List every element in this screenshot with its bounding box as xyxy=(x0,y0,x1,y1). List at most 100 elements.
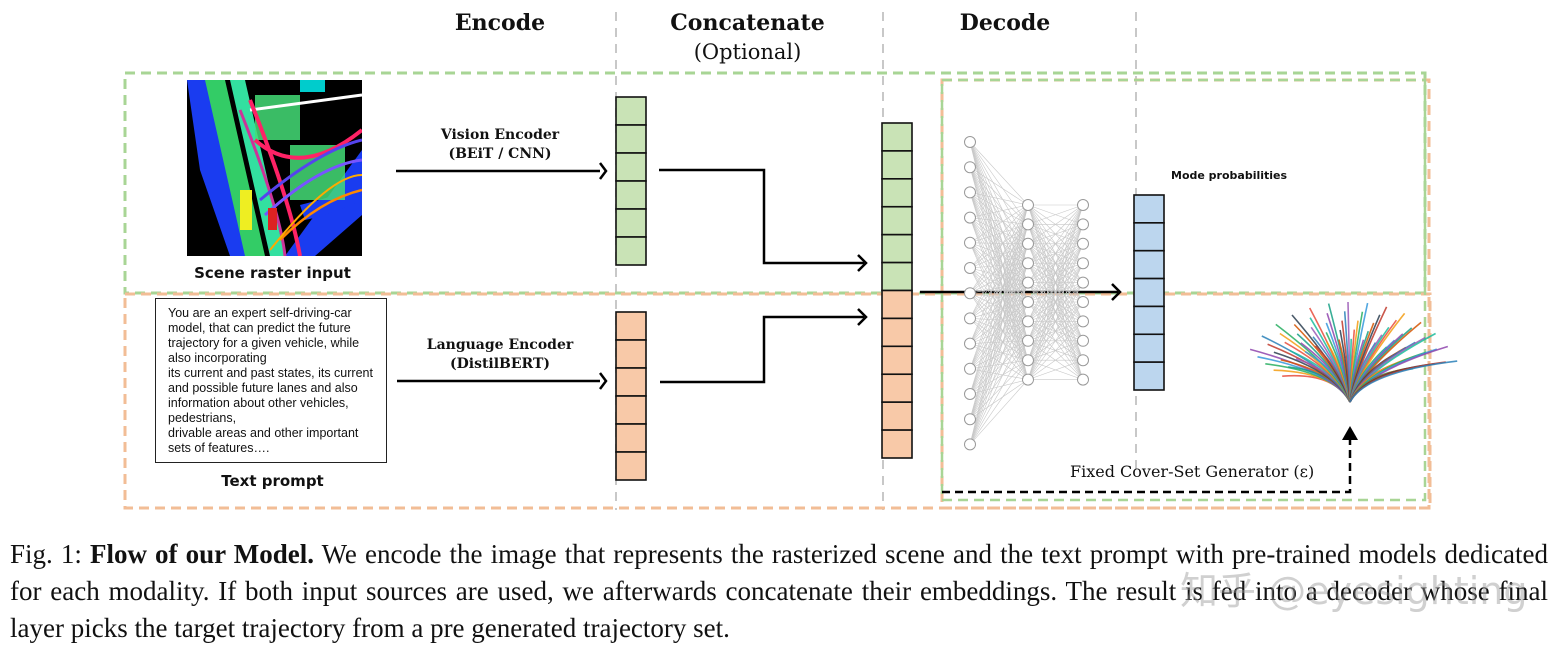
network-edge xyxy=(969,267,1029,303)
network-node xyxy=(1022,237,1034,250)
prompt-line: drivable areas and other important xyxy=(168,426,359,440)
network-edge xyxy=(969,192,1029,341)
network-edge xyxy=(1027,340,1084,380)
vector-cell xyxy=(615,152,647,182)
network-node xyxy=(964,438,976,451)
network-edge xyxy=(969,167,1029,283)
vector-cell xyxy=(1133,361,1165,391)
mode-probabilities-vector xyxy=(1133,194,1165,391)
network-edge xyxy=(969,379,1029,395)
text-prompt-label: Text prompt xyxy=(221,472,324,490)
network-edge xyxy=(969,141,1029,225)
network-edge xyxy=(969,224,1029,369)
network-edge xyxy=(969,243,1029,395)
network-edge xyxy=(1027,204,1084,283)
network-edge xyxy=(969,359,1029,370)
prompt-line: its current and past states, its current xyxy=(168,366,373,380)
language-encoder-label: Language Encoder (DistilBERT) xyxy=(415,336,585,374)
network-edges xyxy=(969,141,1084,445)
network-edge xyxy=(969,167,1029,303)
vector-cell xyxy=(615,451,647,481)
network-edge xyxy=(969,318,1029,342)
network-node xyxy=(1022,199,1034,211)
network-node xyxy=(1022,373,1034,386)
network-edge xyxy=(969,242,1029,322)
vector-cell xyxy=(1133,249,1165,280)
vision-encoder-name: Vision Encoder xyxy=(440,127,560,143)
network-edge xyxy=(969,192,1029,380)
arrow-vision-tail xyxy=(599,162,608,180)
prompt-line: sets of features…. xyxy=(168,441,270,455)
vector-cell xyxy=(1133,222,1165,252)
network-node xyxy=(964,362,976,375)
network-edge xyxy=(969,267,1029,322)
caption-title: Flow of our Model. xyxy=(89,539,314,569)
network-edge xyxy=(1027,321,1084,380)
network-edge xyxy=(969,192,1029,225)
decoder-network-graph xyxy=(964,136,1089,451)
network-edge xyxy=(969,293,1029,380)
network-node xyxy=(964,211,976,224)
language-embedding-vector xyxy=(615,311,647,481)
prompt-line: also incorporating xyxy=(168,351,267,365)
network-edge xyxy=(969,242,1029,341)
network-edge xyxy=(969,192,1029,361)
prompt-line: model, that can predict the future xyxy=(168,321,351,335)
stage-header-concatenate: Concatenate xyxy=(670,10,825,36)
network-edge xyxy=(969,242,1029,303)
vector-cell xyxy=(1133,194,1165,224)
network-edge xyxy=(969,368,1029,380)
caption-body: We encode the image that represents the … xyxy=(10,539,1548,643)
vision-encoder-label: Vision Encoder (BEiT / CNN) xyxy=(420,126,580,164)
vector-cell xyxy=(881,261,913,292)
network-edge xyxy=(969,204,1029,218)
network-edge xyxy=(969,204,1029,395)
network-edge xyxy=(969,293,1029,361)
network-edge xyxy=(1027,204,1084,361)
scene-raster-image xyxy=(187,80,362,256)
vector-cell xyxy=(615,96,647,126)
vector-cell xyxy=(615,236,647,266)
caption-prefix: Fig. 1: xyxy=(10,539,90,569)
arrow-vision-concat-head xyxy=(857,254,868,272)
arrow-language-tail xyxy=(599,372,608,390)
vector-cell xyxy=(881,429,913,459)
network-edge xyxy=(969,340,1029,420)
model-flow-figure: Encode Concatenate (Optional) Decode Vis… xyxy=(123,10,1458,510)
network-edge xyxy=(969,204,1029,269)
trajectory-set-illustration xyxy=(1249,301,1458,403)
vector-cell xyxy=(881,373,913,403)
network-edge xyxy=(969,217,1029,303)
network-edge xyxy=(969,192,1029,322)
stage-header-encode: Encode xyxy=(454,10,546,36)
network-edge xyxy=(969,243,1029,445)
network-node xyxy=(1077,296,1089,308)
network-edge xyxy=(969,217,1029,245)
network-edge xyxy=(969,204,1029,344)
arrow-vision-concat xyxy=(659,168,864,265)
prompt-line: You are an expert self-driving-car xyxy=(168,306,352,320)
network-edge xyxy=(969,243,1029,420)
network-node xyxy=(964,388,976,400)
vector-cell xyxy=(615,208,647,238)
vector-cell xyxy=(615,423,647,453)
vector-cell xyxy=(881,401,913,431)
network-edge xyxy=(1027,301,1084,380)
network-edge xyxy=(969,167,1029,361)
network-edge xyxy=(969,204,1029,369)
stage-dividers xyxy=(615,12,1137,510)
network-edge xyxy=(969,321,1029,420)
network-edge xyxy=(969,192,1029,206)
figure-caption: Fig. 1: Flow of our Model. We encode the… xyxy=(10,536,1548,647)
network-edge xyxy=(1027,204,1084,245)
network-edge xyxy=(969,340,1029,395)
generator-arrow xyxy=(942,434,1352,494)
network-edge xyxy=(969,204,1029,319)
watermark-text: 知乎 @eyesighting xyxy=(1180,569,1528,613)
vector-cell xyxy=(1133,305,1165,336)
network-node xyxy=(964,161,976,174)
network-edge xyxy=(969,282,1029,420)
network-node xyxy=(1022,276,1034,289)
network-node xyxy=(1077,257,1089,270)
network-edge xyxy=(969,167,1029,264)
